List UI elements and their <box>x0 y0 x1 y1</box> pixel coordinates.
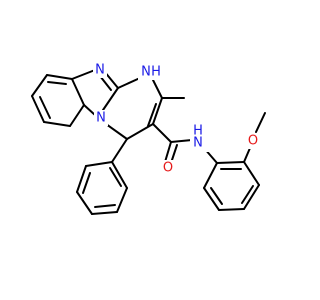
bond <box>105 123 128 140</box>
imine-nitrogen-atom: N <box>93 62 107 78</box>
bond <box>116 187 128 213</box>
amide-oxygen-atom: O <box>161 160 175 176</box>
bond <box>94 204 116 208</box>
bond <box>76 165 87 193</box>
methoxyphenyl-ring <box>203 112 266 211</box>
bond <box>243 184 260 210</box>
bond <box>218 208 245 211</box>
atom-labels: N N H N O H N O <box>93 62 260 176</box>
bond <box>39 96 51 119</box>
bond <box>76 191 93 215</box>
ether-oxygen-atom: O <box>246 133 260 149</box>
bond <box>31 74 48 97</box>
bond <box>99 75 112 91</box>
bond <box>83 104 96 116</box>
phenyl-ring <box>76 138 128 215</box>
nh-nitrogen-label: N <box>141 65 151 80</box>
imine-nitrogen-label: N <box>95 63 105 78</box>
bond <box>69 104 85 127</box>
bond <box>241 185 254 204</box>
bond <box>31 95 45 123</box>
bond <box>43 121 71 127</box>
bond <box>152 97 163 125</box>
bond <box>203 162 218 189</box>
bond <box>82 172 91 194</box>
bond <box>71 78 85 106</box>
nh-nitrogen-atom: N H <box>138 64 162 80</box>
ring-nitrogen-atom: N <box>94 110 108 126</box>
bond <box>85 161 113 167</box>
amide-nitrogen-label: N <box>193 136 203 151</box>
amide-hydrogen-label: H <box>193 124 203 139</box>
bond <box>216 161 245 164</box>
bond <box>203 187 220 211</box>
bond <box>91 211 118 215</box>
ring-nitrogen-label: N <box>96 111 106 126</box>
bond <box>46 74 73 80</box>
bond <box>126 123 154 140</box>
amide-nitrogen-atom: H N <box>190 124 212 152</box>
bond <box>111 161 128 189</box>
bond <box>243 161 260 186</box>
bond <box>152 123 172 143</box>
bond <box>255 112 266 133</box>
ether-oxygen-label: O <box>248 134 258 149</box>
bond <box>152 79 163 99</box>
benzimidazole-benzene-ring <box>31 74 85 127</box>
fused-heterocycle-rings <box>71 69 185 140</box>
bond <box>210 187 223 205</box>
bond <box>111 138 128 163</box>
bond <box>147 103 157 127</box>
nh-hydrogen-label: H <box>151 65 161 80</box>
bond <box>109 167 122 187</box>
bond <box>164 141 172 163</box>
bond <box>170 139 193 143</box>
amide-oxygen-label: O <box>163 161 173 176</box>
bond <box>243 147 251 163</box>
bond <box>102 87 119 111</box>
bond <box>47 81 67 85</box>
bond <box>117 77 141 89</box>
molecule-structure-diagram: N N H N O H N O <box>31 62 266 215</box>
bond <box>71 69 96 80</box>
